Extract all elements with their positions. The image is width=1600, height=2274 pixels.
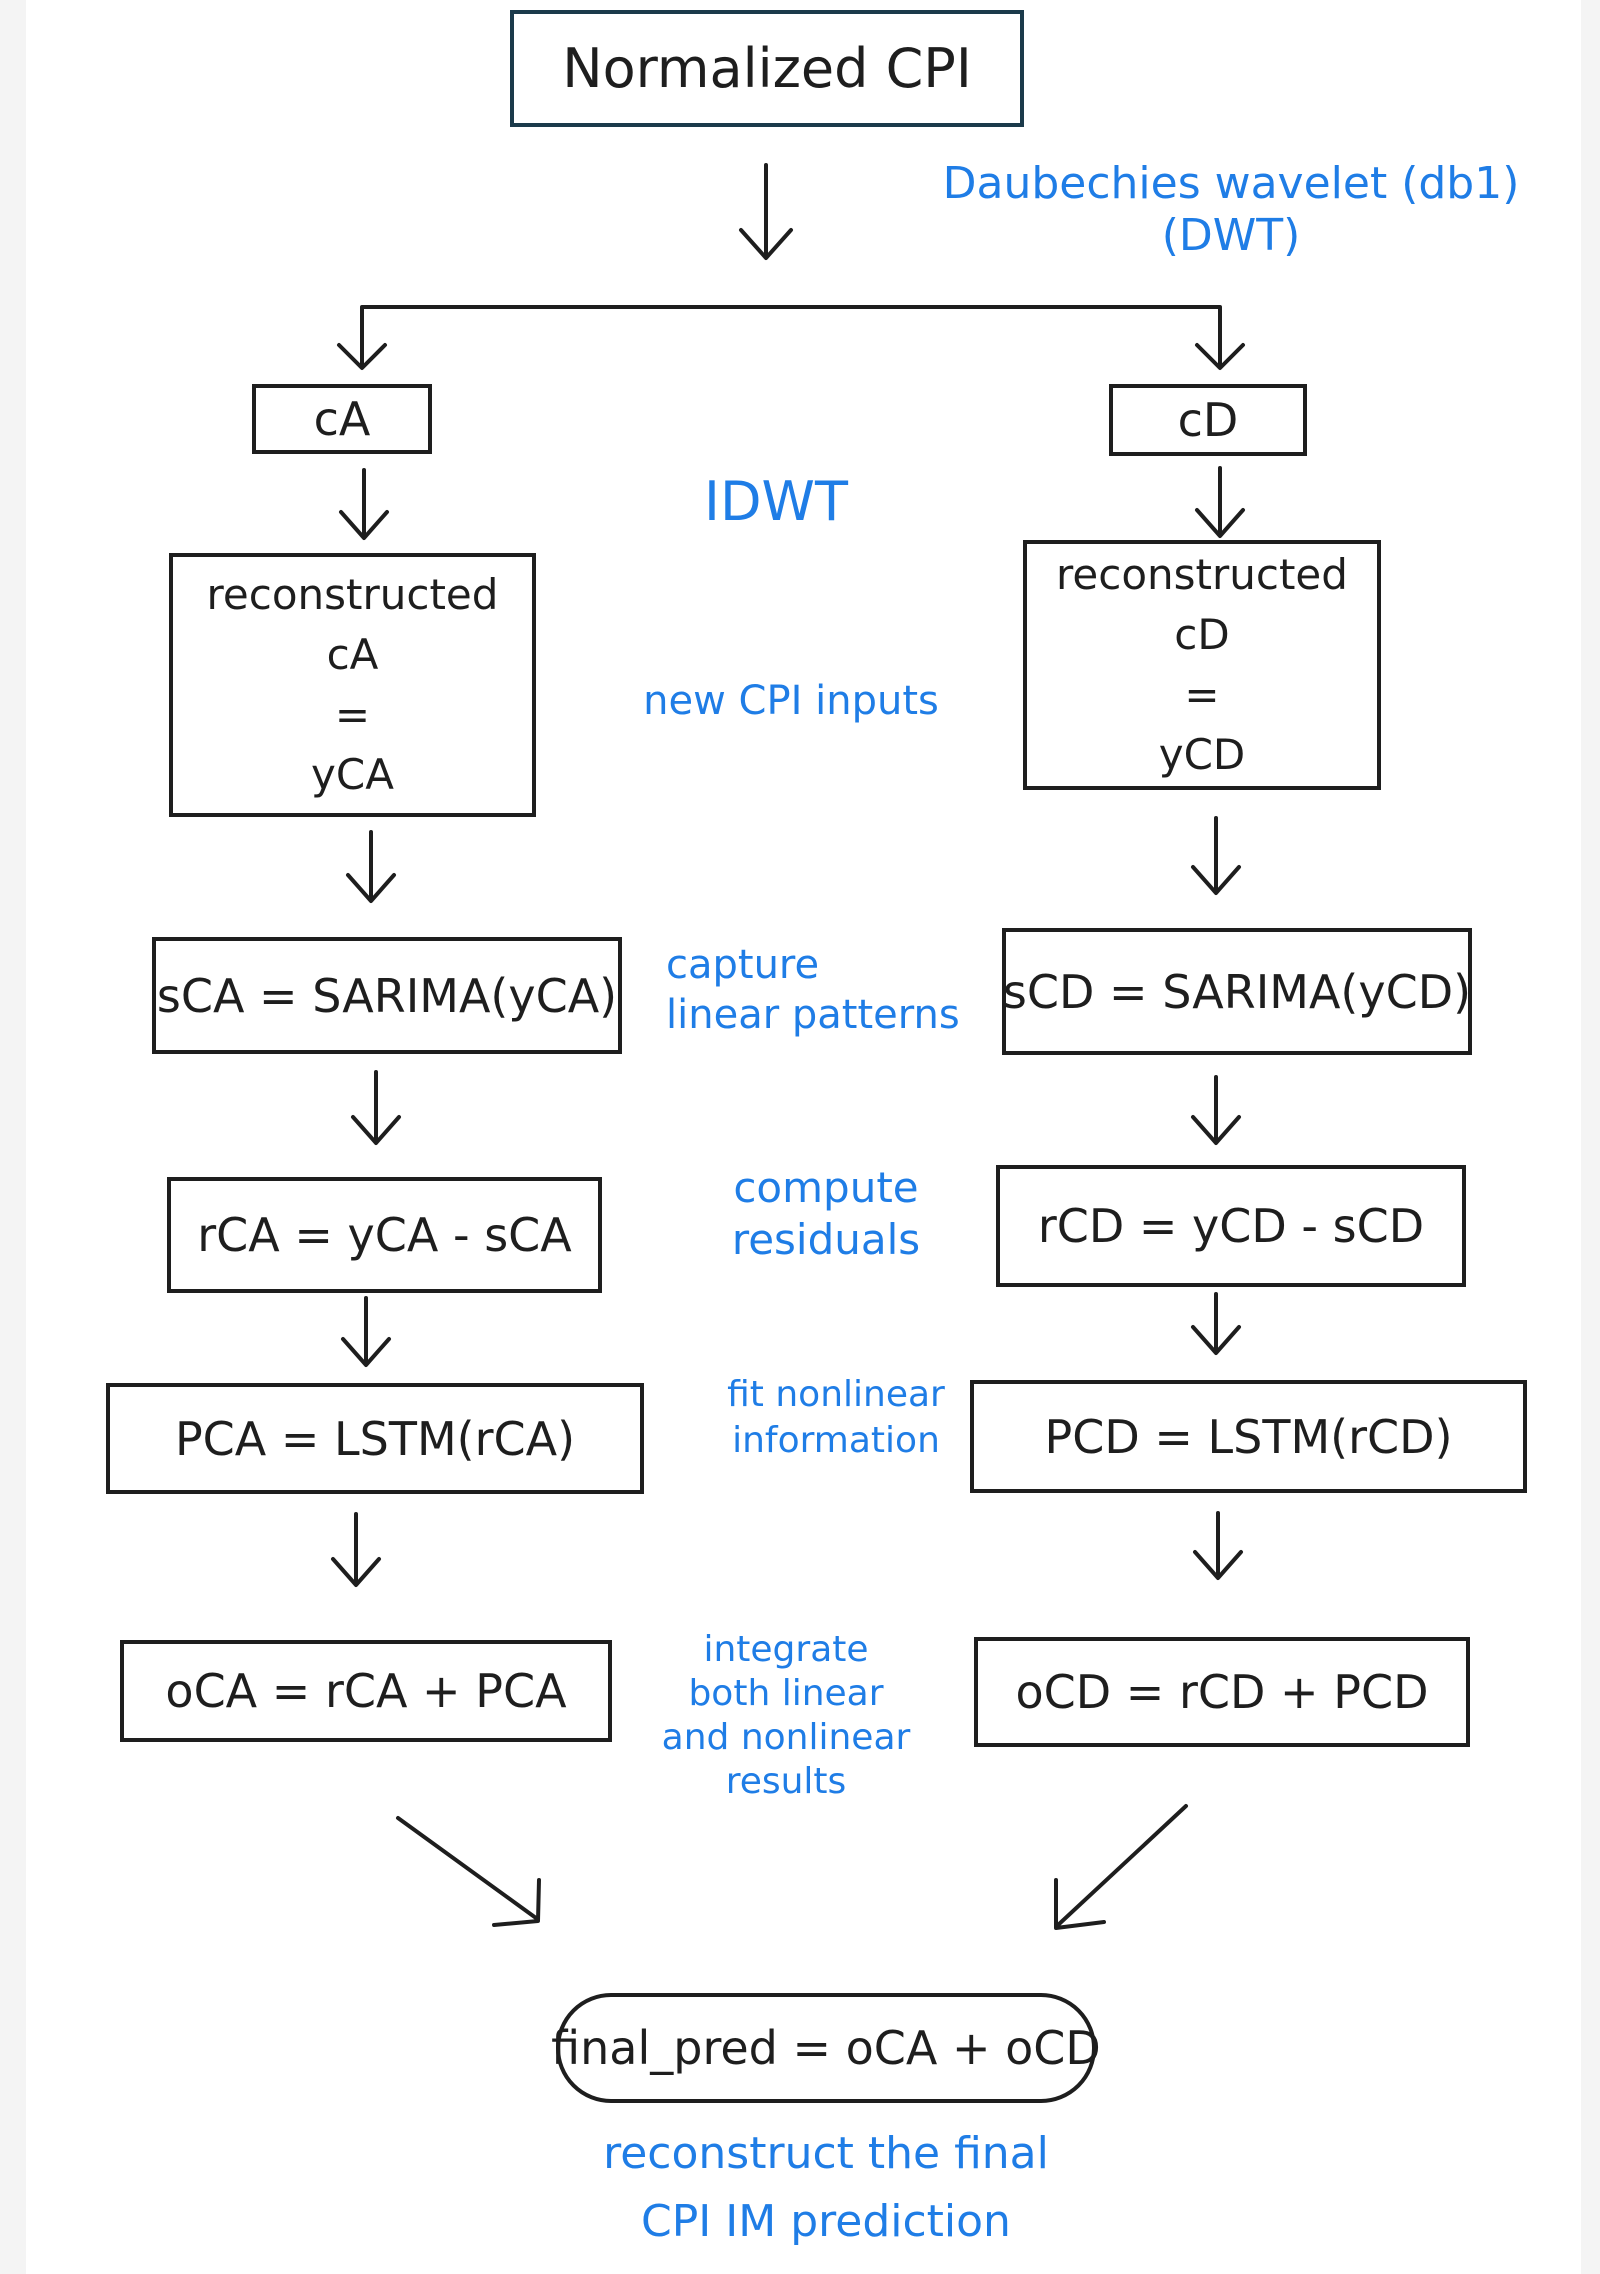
residual-cd-box: rCD = yCD - sCD: [996, 1165, 1466, 1287]
output-cd-box: oCD = rCD + PCD: [974, 1637, 1470, 1747]
cd-box: cD: [1109, 384, 1307, 456]
arrow-right-5: [1193, 1511, 1243, 1580]
dwt-note-line-1: Daubechies wavelet (db1): [942, 158, 1520, 209]
ca-label: cA: [313, 392, 371, 446]
linear-note: capture linear patterns: [666, 940, 996, 1040]
sarima-cd-box: sCD = SARIMA(yCD): [1002, 928, 1472, 1055]
final-note-line-1: reconstruct the final: [603, 2128, 1049, 2179]
normalized-cpi-box: Normalized CPI: [510, 10, 1024, 127]
residual-ca-formula: rCA = yCA - sCA: [197, 1208, 572, 1262]
residual-cd-formula: rCD = yCD - sCD: [1037, 1199, 1425, 1253]
nonlinear-note-line-2: information: [732, 1420, 940, 1461]
arrow-title-down: [739, 163, 793, 260]
final-pred-box: final_pred = oCA + oCD: [551, 1993, 1101, 2103]
arrow-left-4: [341, 1296, 391, 1367]
flowchart-canvas: Normalized CPI Daubechies wavelet (db1) …: [26, 0, 1581, 2274]
arrow-diag-right: [1054, 1804, 1188, 1930]
cd-label: cD: [1177, 393, 1239, 447]
arrow-left-2: [346, 830, 396, 903]
reconstructed-cd-line-3: =: [1184, 670, 1220, 719]
normalized-cpi-label: Normalized CPI: [562, 37, 972, 100]
arrow-split-right-head: [1195, 343, 1245, 370]
residuals-note: compute residuals: [686, 1162, 966, 1266]
reconstructed-ca-line-4: yCA: [311, 750, 394, 799]
arrow-right-2: [1191, 816, 1241, 895]
new-inputs-note-text: new CPI inputs: [643, 678, 939, 724]
arrow-right-3: [1191, 1075, 1241, 1145]
integrate-note: integrate both linear and nonlinear resu…: [646, 1628, 926, 1804]
output-ca-box: oCA = rCA + PCA: [120, 1640, 612, 1742]
final-pred-formula: final_pred = oCA + oCD: [551, 2021, 1101, 2075]
output-ca-formula: oCA = rCA + PCA: [165, 1664, 567, 1718]
lstm-ca-box: PCA = LSTM(rCA): [106, 1383, 644, 1494]
sarima-ca-box: sCA = SARIMA(yCA): [152, 937, 622, 1054]
nonlinear-note-line-1: fit nonlinear: [727, 1374, 945, 1415]
nonlinear-note: fit nonlinear information: [686, 1372, 986, 1464]
reconstructed-cd-line-4: yCD: [1158, 730, 1246, 779]
reconstructed-cd-line-1: reconstructed: [1056, 550, 1348, 599]
arrow-split-left-head: [337, 343, 387, 370]
reconstructed-ca-line-1: reconstructed: [206, 570, 499, 619]
idwt-note: IDWT: [646, 470, 906, 533]
idwt-note-text: IDWT: [704, 470, 848, 533]
reconstructed-cd-line-2: cD: [1174, 610, 1230, 659]
arrow-left-5: [331, 1512, 381, 1587]
connector-arrows: [331, 163, 1245, 1930]
split-bar: [360, 305, 1222, 367]
sarima-ca-formula: sCA = SARIMA(yCA): [156, 968, 618, 1023]
residuals-note-line-2: residuals: [731, 1215, 921, 1264]
reconstructed-cd-box: reconstructed cD = yCD: [1023, 540, 1381, 790]
arrow-left-1: [339, 468, 389, 540]
lstm-cd-box: PCD = LSTM(rCD): [970, 1380, 1527, 1493]
arrow-right-1: [1195, 466, 1245, 538]
integrate-note-line-1: integrate: [703, 1629, 869, 1670]
linear-note-line-2: linear patterns: [666, 992, 960, 1038]
final-note: reconstruct the final CPI IM prediction: [546, 2120, 1106, 2256]
integrate-note-line-3: and nonlinear: [661, 1717, 911, 1758]
reconstructed-ca-box: reconstructed cA = yCA: [169, 553, 536, 817]
arrow-diag-left: [396, 1816, 541, 1927]
arrow-left-3: [351, 1070, 401, 1145]
reconstructed-ca-line-2: cA: [326, 630, 379, 679]
lstm-cd-formula: PCD = LSTM(rCD): [1044, 1409, 1453, 1464]
reconstructed-ca-line-3: =: [334, 690, 371, 739]
output-cd-formula: oCD = rCD + PCD: [1015, 1665, 1429, 1719]
integrate-note-line-2: both linear: [688, 1673, 884, 1714]
residual-ca-box: rCA = yCA - sCA: [167, 1177, 602, 1293]
dwt-note-line-2: (DWT): [1161, 210, 1301, 261]
integrate-note-line-4: results: [725, 1761, 847, 1802]
residuals-note-line-1: compute: [733, 1163, 919, 1212]
new-inputs-note: new CPI inputs: [611, 678, 971, 724]
linear-note-line-1: capture: [666, 942, 820, 988]
sarima-cd-formula: sCD = SARIMA(yCD): [1002, 964, 1472, 1019]
final-note-line-2: CPI IM prediction: [641, 2196, 1011, 2247]
arrow-right-4: [1191, 1292, 1241, 1355]
dwt-note: Daubechies wavelet (db1) (DWT): [896, 158, 1566, 262]
lstm-ca-formula: PCA = LSTM(rCA): [174, 1411, 576, 1466]
ca-box: cA: [252, 384, 432, 454]
